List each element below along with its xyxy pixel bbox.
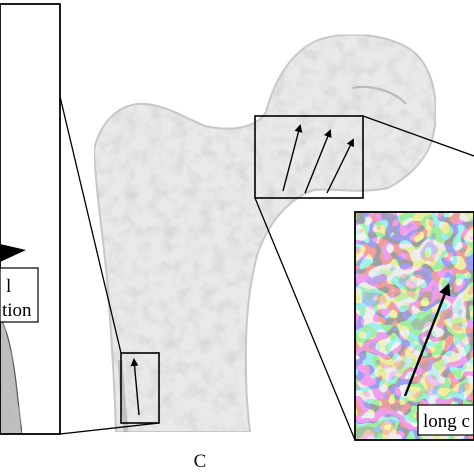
neck-arrow-1 <box>282 124 303 192</box>
left-inset <box>0 4 60 434</box>
right-inset-texture <box>355 212 474 440</box>
left-inset-label-line1: l <box>6 276 11 297</box>
right-inset-arrow <box>403 283 451 397</box>
panel-label: C <box>193 451 207 472</box>
shaft-selection-box <box>120 352 160 424</box>
femoral-neck-selection-box <box>254 115 364 199</box>
connector-right-bottom <box>254 197 356 441</box>
left-inset-frame <box>0 3 61 435</box>
right-inset-frame <box>354 211 474 441</box>
left-inset-label-box <box>0 267 39 323</box>
shaft-arrow <box>130 358 140 416</box>
right-inset-label-box <box>417 404 474 436</box>
left-inset-bone-band <box>0 316 23 434</box>
right-inset-label: long c <box>423 411 470 432</box>
neck-arrow-3 <box>326 138 354 194</box>
neck-arrow-2 <box>304 129 332 194</box>
femur-shape <box>92 33 437 433</box>
connector-left-bottom <box>59 422 160 435</box>
right-inset: long c <box>355 212 474 440</box>
left-inset-big-arrowhead <box>0 244 26 262</box>
femur-head-rim <box>351 86 407 105</box>
connector-right-top <box>362 115 474 157</box>
left-inset-label-line2: tion <box>2 300 32 321</box>
